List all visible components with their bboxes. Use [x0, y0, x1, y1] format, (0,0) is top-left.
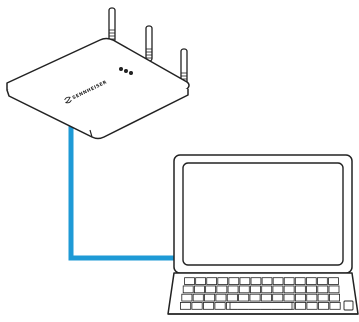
keyboard-key	[284, 286, 294, 293]
router-led	[129, 71, 133, 75]
keyboard-key	[317, 278, 327, 285]
router: SENNHEISER	[7, 8, 189, 139]
keyboard-key	[193, 294, 203, 301]
keyboard-key	[228, 286, 238, 293]
keyboard-key	[306, 278, 316, 285]
keyboard-key	[318, 302, 328, 309]
router-front-edge	[7, 89, 188, 139]
keyboard-key	[216, 294, 226, 301]
router-antenna-left	[109, 8, 115, 42]
keyboard-key	[295, 294, 305, 301]
keyboard-key	[229, 278, 239, 285]
keyboard-key	[250, 286, 260, 293]
keyboard-key	[192, 302, 202, 309]
keyboard-key	[205, 294, 215, 301]
keyboard-key	[329, 278, 339, 285]
keyboard-key	[196, 278, 206, 285]
keyboard-key	[206, 286, 216, 293]
router-led	[124, 69, 128, 73]
keyboard-key	[182, 294, 192, 301]
keyboard-key	[215, 302, 225, 309]
keyboard-key	[194, 286, 204, 293]
keyboard-key	[284, 294, 294, 301]
router-led	[119, 67, 123, 71]
keyboard-key	[295, 286, 305, 293]
keyboard-key	[262, 286, 272, 293]
keyboard-key	[251, 278, 261, 285]
router-antenna-middle	[146, 26, 152, 61]
keyboard-key	[239, 286, 249, 293]
keyboard-key	[330, 302, 340, 309]
keyboard-key	[240, 278, 250, 285]
keyboard-key	[183, 286, 193, 293]
keyboard-key	[227, 294, 237, 301]
keyboard-spacebar	[230, 302, 292, 309]
keyboard-key	[207, 278, 217, 285]
keyboard-key	[239, 294, 249, 301]
keyboard-key	[180, 302, 190, 309]
keyboard-key	[273, 286, 283, 293]
keyboard-key	[250, 294, 260, 301]
keyboard-key	[318, 294, 328, 301]
keyboard-key	[329, 286, 339, 293]
keyboard-key	[203, 302, 213, 309]
keyboard-key	[273, 278, 283, 285]
keyboard-key	[262, 278, 272, 285]
keyboard-key	[318, 286, 328, 293]
keyboard-key	[284, 278, 294, 285]
keyboard-key	[185, 278, 195, 285]
keyboard-key	[295, 278, 305, 285]
laptop	[168, 155, 358, 314]
keyboard-key	[217, 286, 227, 293]
keyboard-key	[218, 278, 228, 285]
keyboard-key	[307, 286, 317, 293]
laptop-display	[183, 163, 343, 265]
keyboard-key	[295, 302, 305, 309]
keyboard-key	[261, 294, 271, 301]
keyboard-key	[273, 294, 283, 301]
keyboard-key	[307, 294, 317, 301]
keyboard-key	[307, 302, 317, 309]
network-cable	[71, 126, 180, 258]
laptop-trackpad	[344, 301, 353, 310]
keyboard-key	[329, 294, 339, 301]
